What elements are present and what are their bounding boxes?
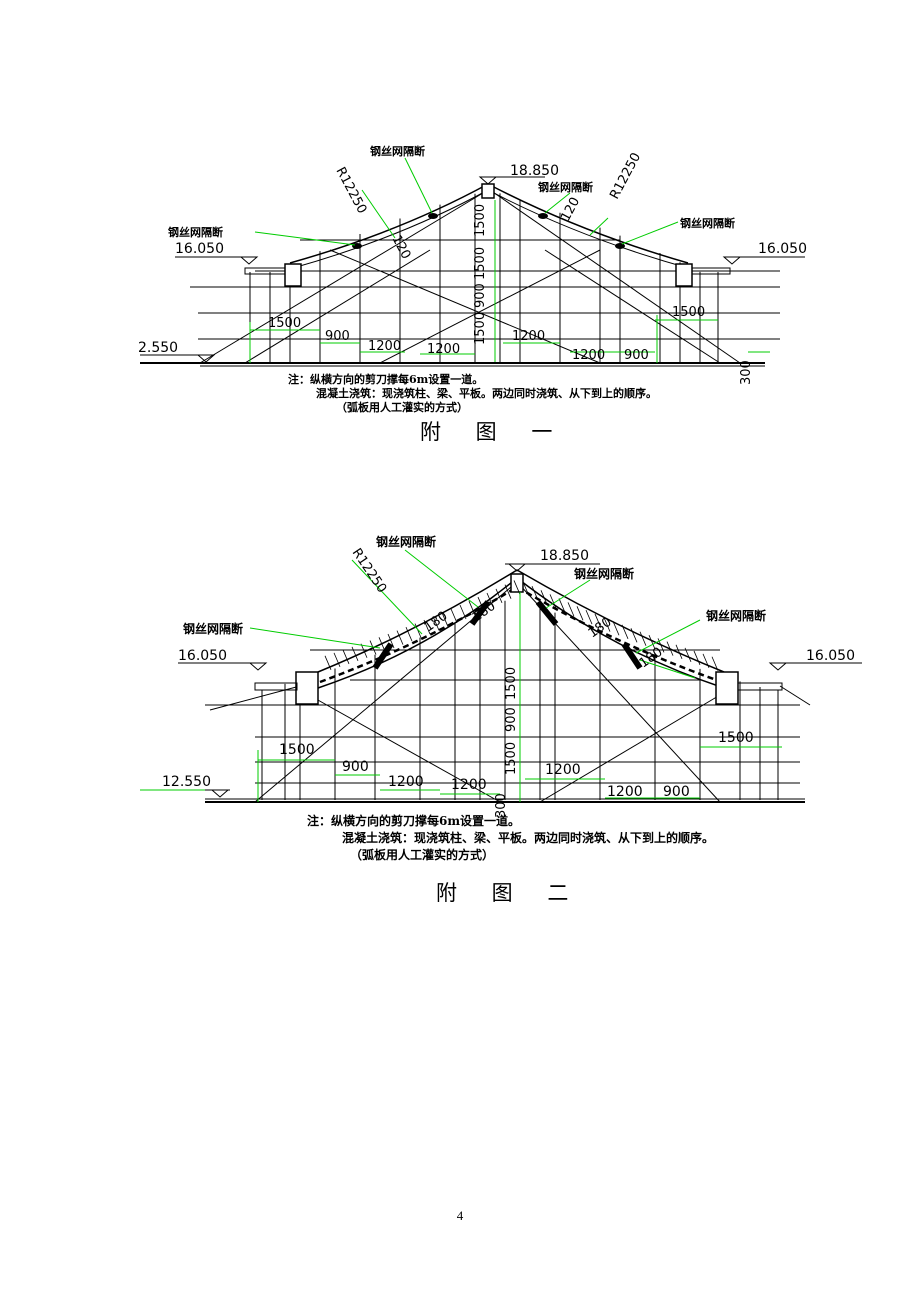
f2-mesh-label-top-right: 钢丝网隔断: [574, 566, 634, 581]
f2-note-3: （弧板用人工灌实的方式）: [350, 848, 495, 862]
f2-dim-left-1200: 1200: [388, 774, 424, 790]
f2-dim-right-900: 900: [663, 784, 690, 800]
f2-slab-hatch: [612, 621, 620, 636]
f1-mesh-label-left: 钢丝网隔断: [168, 225, 223, 239]
f2-slab-hatch: [630, 628, 638, 643]
f2-slab-hatch: [549, 594, 557, 609]
f2-dim-mid-1200: 1200: [451, 777, 487, 793]
f1-note-3: （弧板用人工灌实的方式）: [336, 401, 468, 414]
f1-level-ridge: 18.850: [510, 163, 559, 179]
page-number: 4: [456, 1208, 464, 1223]
f2-slab-hatch: [666, 641, 674, 656]
f1-mesh-label-top-right: 钢丝网隔断: [538, 180, 593, 194]
f2-slab-hatch: [522, 581, 530, 597]
figure-2-drawing: 钢丝网隔断 钢丝网隔断 钢丝网隔断 钢丝网隔断 18.850 16.050 16…: [140, 534, 862, 818]
f2-slab-hatch: [351, 646, 359, 662]
f1-mesh-label-right: 钢丝网隔断: [680, 216, 735, 230]
f1-level-ground: 2.550: [138, 340, 178, 356]
f2-slab-hatch: [513, 580, 521, 595]
f2-slab-hatch: [468, 600, 476, 616]
f2-slab-hatch: [531, 585, 539, 601]
f1-note-1: 注：纵横方向的剪刀撑每6m设置一道。: [288, 373, 484, 386]
f2-mesh-label-left: 钢丝网隔断: [183, 621, 243, 636]
f2-thickness-1: 180: [422, 609, 451, 636]
f2-slab-hatch: [684, 647, 692, 663]
f2-slab-hatch: [495, 588, 503, 604]
f2-slab-hatch: [558, 598, 566, 613]
f2-dim-v-300: 300: [494, 793, 509, 818]
f2-slab-hatch: [648, 634, 656, 650]
f1-dim-mid-1200: 1200: [427, 342, 460, 357]
f2-slab-hatch: [711, 656, 719, 671]
f1-dim-left-1200: 1200: [368, 339, 401, 354]
f2-slab-hatch: [441, 612, 449, 627]
f1-level-eave-left: 16.050: [175, 241, 224, 257]
f1-radius-left: R12250: [332, 165, 369, 217]
f2-dim-right-1500: 1500: [718, 730, 754, 746]
f2-slab-hatch: [450, 608, 458, 624]
f2-level-eave-left: 16.050: [178, 648, 227, 664]
f2-slab-hatch: [567, 602, 575, 617]
f2-level-eave-right: 16.050: [806, 648, 855, 664]
f2-slab-hatch: [639, 631, 647, 646]
f1-caption: 附 图 一: [420, 420, 567, 444]
f2-slab-hatch: [378, 637, 386, 652]
f2-dim-left-1500: 1500: [279, 742, 315, 758]
f2-slab-hatch: [342, 649, 350, 665]
f2-slab-hatch: [459, 604, 467, 620]
f1-dim-right-1500: 1500: [672, 305, 705, 320]
f1-dim-v-1500-bot: 1500: [473, 312, 488, 345]
f1-dim-v-900: 900: [473, 283, 488, 308]
f2-slab-hatch: [540, 590, 548, 605]
f1-level-eave-right: 16.050: [758, 241, 807, 257]
f2-slab-hatch: [414, 623, 422, 638]
f1-dim-right-900: 900: [624, 348, 649, 363]
f1-note-2: 混凝土浇筑：现浇筑柱、梁、平板。两边同时浇筑、从下到上的顺序。: [316, 387, 657, 400]
f2-level-ground: 12.550: [162, 774, 211, 790]
f2-dim-left-900: 900: [342, 759, 369, 775]
f2-slab-hatch: [360, 643, 368, 658]
f2-mesh-label-right: 钢丝网隔断: [706, 608, 766, 623]
f2-slab-hatch: [585, 609, 593, 625]
f2-radius-left: R12250: [349, 546, 390, 596]
f2-slab-hatch: [504, 584, 512, 599]
f2-slab-hatch: [576, 606, 584, 621]
f2-dim-center-1200: 1200: [545, 762, 581, 778]
f2-slab-hatch: [324, 655, 332, 670]
f2-note-1: 注：纵横方向的剪刀撑每6m设置一道。: [307, 814, 521, 828]
f1-dim-left-900: 900: [325, 329, 350, 344]
figure-1-drawing: 钢丝网隔断 钢丝网隔断 钢丝网隔断 钢丝网隔断 18.850 16.050 16…: [138, 144, 807, 385]
f2-dim-v-1500-bot: 1500: [504, 742, 519, 775]
f2-slab-hatch: [702, 653, 710, 669]
f1-dim-right-1200: 1200: [572, 348, 605, 363]
f2-slab-hatch: [432, 616, 440, 631]
f2-slab-hatch: [405, 626, 413, 642]
f1-dim-v-1500-top: 1500: [473, 204, 488, 237]
f2-slab-hatch: [675, 644, 683, 659]
f2-caption: 附 图 二: [436, 881, 583, 905]
f2-slab-hatch: [603, 617, 611, 632]
f2-slab-hatch: [594, 613, 602, 629]
f2-slab-hatch: [333, 652, 341, 668]
f2-slab-hatch: [369, 640, 377, 655]
f2-dim-right-1200: 1200: [607, 784, 643, 800]
f2-slab-hatch: [486, 592, 494, 608]
f1-dim-v-1500-mid: 1500: [473, 247, 488, 280]
f2-level-ridge: 18.850: [540, 548, 589, 564]
f1-dim-left-1500: 1500: [268, 316, 301, 331]
f1-dim-center-1200: 1200: [512, 329, 545, 344]
f2-slab-hatch: [423, 619, 431, 635]
f2-mesh-label-top-left: 钢丝网隔断: [376, 534, 436, 549]
f2-dim-v-900: 900: [504, 707, 519, 732]
f2-note-2: 混凝土浇筑：现浇筑柱、梁、平板。两边同时浇筑、从下到上的顺序。: [342, 831, 715, 845]
f1-radius-right: R12250: [607, 150, 644, 202]
f1-mesh-label-top-left: 钢丝网隔断: [370, 144, 425, 158]
f1-dim-v-300: 300: [739, 360, 754, 385]
f2-dim-v-1500-top: 1500: [504, 667, 519, 700]
f2-slab-hatch: [621, 624, 629, 639]
f2-slab-hatch: [693, 650, 701, 666]
f2-slab-hatch: [396, 630, 404, 645]
